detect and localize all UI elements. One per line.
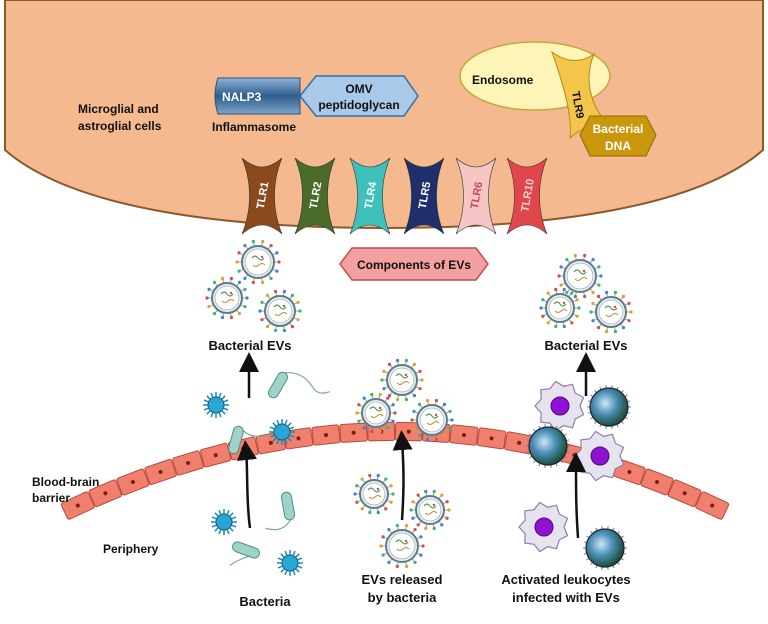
endothelial-cell — [172, 450, 205, 476]
spiky-bacterium — [203, 392, 229, 418]
receptor-shape — [241, 157, 283, 235]
extracellular-vesicle — [258, 289, 302, 333]
spiky-bacterium — [277, 550, 303, 576]
receptor-tlr1: TLR1 — [241, 157, 283, 235]
left-bacterial-evs-label: Bacterial EVs — [208, 338, 291, 353]
infected-leukocyte — [526, 424, 570, 468]
receptor-shape — [455, 157, 497, 235]
nalp3-inflammasome: NALP3 — [214, 77, 301, 115]
evs-released-line1: EVs released — [362, 572, 443, 587]
arrow-leukocyte-cross — [566, 452, 587, 539]
endothelial-cell — [60, 491, 95, 520]
arrows — [237, 352, 596, 539]
bbb-label-line2: barrier — [32, 491, 70, 505]
endothelial-cell — [640, 468, 674, 496]
receptor-label: TLR1 — [255, 181, 272, 210]
spiky-bacterium — [211, 509, 237, 535]
leukocyte — [518, 501, 569, 553]
activated-leukocytes-line1: Activated leukocytes — [501, 572, 630, 587]
omv-peptidoglycan-box: OMV peptidoglycan — [299, 75, 419, 117]
receptor-shape — [294, 157, 336, 235]
bacterial-dna-line2: DNA — [605, 139, 631, 153]
extracellular-vesicle — [355, 392, 397, 434]
cell-label-line1: Microglial and — [78, 102, 159, 116]
rod-bacterium — [265, 491, 296, 531]
endothelial-cell — [200, 442, 232, 468]
bacterial-dna-line1: Bacterial — [593, 122, 644, 136]
receptor-label: TLR10 — [519, 178, 537, 213]
arrow-bacteria-cross — [237, 440, 257, 529]
endothelial-cell — [311, 424, 341, 446]
nalp3-label: NALP3 — [222, 90, 262, 104]
infected-leukocyte — [587, 385, 631, 429]
receptor-label: TLR2 — [308, 181, 325, 210]
receptor-label: TLR4 — [363, 180, 380, 210]
receptor-shape — [349, 157, 391, 235]
receptor-tlr10: TLR10 — [506, 157, 548, 235]
activated-leukocytes-line2: infected with EVs — [512, 590, 620, 605]
extracellular-vesicles — [205, 239, 633, 569]
bacteria-group — [203, 371, 330, 576]
endothelial-cell — [116, 468, 150, 496]
cell-label-line2: astroglial cells — [78, 119, 162, 133]
bacteria-label: Bacteria — [239, 594, 291, 609]
tlr9-label: TLR9 — [569, 90, 586, 119]
endothelial-cell — [339, 422, 368, 443]
receptor-tlr2: TLR2 — [294, 157, 336, 235]
receptor-shape — [506, 157, 548, 235]
peptidoglycan-label: peptidoglycan — [318, 98, 399, 112]
blood-brain-barrier — [60, 421, 730, 520]
endothelial-cell — [144, 458, 177, 486]
rod-bacterium — [268, 371, 330, 399]
receptor-tlr5: TLR5 — [403, 157, 445, 235]
extracellular-vesicle — [557, 253, 603, 299]
spiky-bacterium — [269, 419, 295, 445]
bacterial-dna-box: Bacterial DNA — [579, 115, 657, 157]
receptor-label: TLR6 — [469, 181, 486, 210]
components-of-evs-box: Components of EVs — [339, 247, 489, 281]
periphery-label: Periphery — [103, 542, 159, 556]
endothelial-cell — [449, 424, 479, 446]
right-bacterial-evs-label: Bacterial EVs — [544, 338, 627, 353]
extracellular-vesicle — [410, 398, 454, 442]
receptor-tlr6: TLR6 — [455, 157, 497, 235]
extracellular-vesicle — [379, 523, 425, 569]
omv-label: OMV — [345, 82, 372, 96]
extracellular-vesicle — [589, 290, 633, 334]
endothelial-cell — [88, 479, 123, 508]
rod-bacterium — [229, 541, 260, 566]
endosome-label: Endosome — [472, 73, 534, 87]
receptor-label: TLR5 — [417, 181, 434, 210]
extracellular-vesicle — [409, 489, 451, 531]
extracellular-vesicle — [353, 473, 395, 515]
components-of-evs-label: Components of EVs — [357, 258, 471, 272]
endothelial-cell — [476, 427, 507, 450]
arrow-evs-cross — [392, 430, 413, 521]
extracellular-vesicle — [539, 287, 581, 329]
extracellular-vesicle — [235, 239, 281, 285]
receptor-shape — [403, 157, 445, 235]
leukocyte — [534, 380, 585, 432]
extracellular-vesicle — [380, 358, 424, 402]
inflammasome-label: Inflammasome — [212, 120, 296, 134]
receptor-tlr4: TLR4 — [349, 157, 391, 235]
endothelial-cell — [695, 491, 730, 520]
extracellular-vesicle — [205, 276, 249, 320]
leukocytes-group — [518, 380, 631, 570]
bbb-label-line1: Blood-brain — [32, 475, 99, 489]
infected-leukocyte — [583, 526, 627, 570]
evs-released-line2: by bacteria — [368, 590, 437, 605]
endothelial-cell — [667, 479, 702, 508]
tlr-receptor-row: TLR1 TLR2 TLR4 TLR5 TLR6 TLR10 — [241, 157, 548, 235]
